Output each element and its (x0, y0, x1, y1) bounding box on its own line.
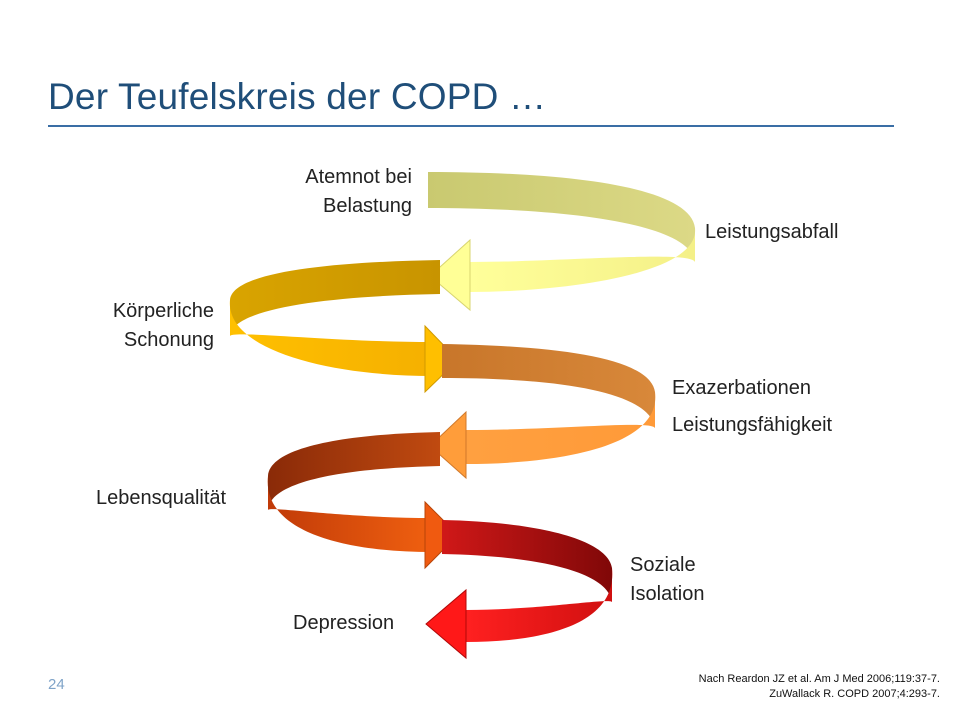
arrow-4 (424, 500, 459, 570)
page-number: 24 (48, 676, 65, 693)
loop5-back-band (442, 520, 612, 602)
loop1-front-band (470, 228, 696, 292)
label-schonung-line1: Körperliche (112, 300, 214, 322)
arrow-3 (429, 410, 467, 480)
label-leistungsabfall: Leistungsabfall (705, 221, 839, 243)
loop2-front-band (229, 300, 432, 376)
loop4-front-band (267, 476, 432, 552)
loop1-back-band (428, 172, 695, 262)
label-soziale-line2: Isolation (630, 583, 705, 605)
title-rule (48, 125, 894, 127)
label-schonung: Körperliche Schonung (70, 297, 214, 355)
references: Nach Reardon JZ et al. Am J Med 2006;119… (699, 672, 940, 702)
loop3-back-band (442, 344, 655, 428)
label-schonung-line2: Schonung (123, 329, 214, 351)
arrow-2 (424, 324, 459, 394)
label-depression: Depression (293, 612, 395, 634)
reference-2: ZuWallack R. COPD 2007;4:293-7. (769, 688, 940, 700)
label-atemnot-line2: Belastung (323, 195, 412, 217)
arrow-5 (425, 588, 467, 660)
loop2-back-band (230, 260, 440, 336)
reference-1: Nach Reardon JZ et al. Am J Med 2006;119… (698, 673, 940, 685)
arrow-1 (429, 238, 471, 312)
label-soziale-line1: Soziale (630, 554, 696, 576)
label-leistungsfaehigkeit: Leistungsfähigkeit (672, 414, 833, 436)
label-soziale-isolation: Soziale Isolation (630, 551, 705, 609)
label-lebensqualitaet: Lebensqualität (96, 487, 227, 509)
loop4-back-band (268, 432, 440, 510)
loop5-front-band (466, 568, 613, 642)
label-exazerbationen: Exazerbationen (672, 377, 811, 399)
loop3-front-band (466, 392, 656, 464)
label-atemnot-line1: Atemnot bei (305, 166, 412, 188)
label-atemnot: Atemnot bei Belastung (270, 163, 412, 221)
slide-title: Der Teufelskreis der COPD … (48, 76, 547, 117)
